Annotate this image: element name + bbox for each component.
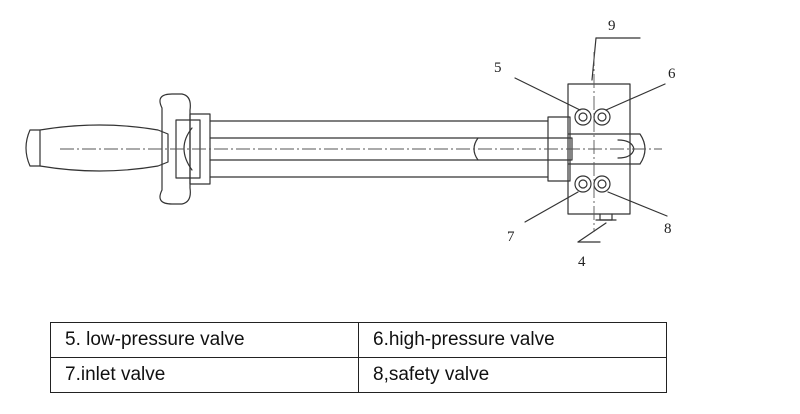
pump-assembly-diagram: 9 5 6 7 8 4 — [25, 18, 676, 270]
safety-valve-ball — [593, 175, 611, 193]
callout-4: 4 — [578, 254, 586, 270]
handle-flange — [159, 93, 191, 205]
legend-cell-high-pressure-valve: 6.high-pressure valve — [358, 322, 667, 358]
handle-grip — [25, 124, 169, 172]
leader-6 — [605, 83, 666, 111]
low-pressure-valve-ball — [574, 108, 592, 126]
high-pressure-valve-ball — [593, 108, 611, 126]
callout-9: 9 — [608, 18, 616, 34]
callout-6: 6 — [668, 66, 676, 82]
table-row: 7.inlet valve 8,safety valve — [50, 357, 667, 393]
legend-cell-inlet-valve: 7.inlet valve — [50, 357, 359, 393]
table-row: 5. low-pressure valve 6.high-pressure va… — [50, 322, 667, 358]
valve-legend-table: 5. low-pressure valve 6.high-pressure va… — [50, 322, 667, 393]
legend-cell-low-pressure-valve: 5. low-pressure valve — [50, 322, 359, 358]
bushing-curve — [183, 127, 193, 171]
callout-8: 8 — [664, 221, 672, 237]
inlet-valve-ball — [574, 175, 592, 193]
piston-rod — [473, 137, 573, 161]
legend-cell-safety-valve: 8,safety valve — [358, 357, 667, 393]
leader-5 — [514, 77, 581, 111]
leader-7 — [524, 191, 579, 223]
drain-plug — [599, 213, 613, 221]
leader-8 — [607, 191, 668, 217]
callout-7: 7 — [507, 229, 515, 245]
callout-5: 5 — [494, 60, 502, 76]
leader-4 — [577, 222, 607, 243]
